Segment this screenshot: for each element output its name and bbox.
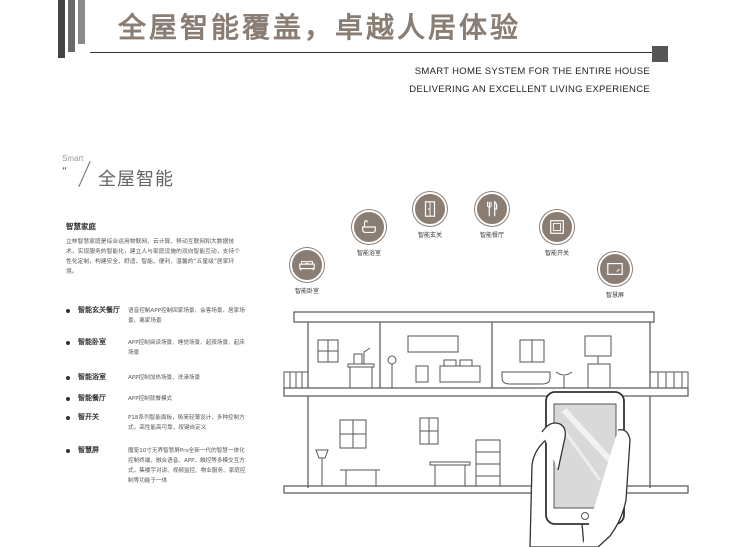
door-icon [413, 192, 447, 226]
icon-screen: 智慧屏 [598, 252, 632, 299]
icon-label: 智能餐厅 [479, 232, 504, 239]
hand-phone-icon [529, 391, 631, 547]
subtitle-line-2: DELIVERING AN EXCELLENT LIVING EXPERIENC… [409, 84, 650, 95]
icon-dining: 智能餐厅 [475, 192, 509, 239]
feature-desc: APP控制就餐模式 [128, 396, 173, 402]
feature-name: 智能卧室 [78, 338, 106, 346]
bullet-dot [66, 449, 70, 453]
bullet-dot [66, 341, 70, 345]
feature-name: 智能玄关餐厅 [78, 306, 120, 314]
intro-heading: 智慧家庭 [66, 222, 96, 231]
header-square-ornament [652, 46, 668, 62]
bathtub-icon [352, 210, 386, 244]
intro-text: 立林智慧家庭是综合运用物联网、云计算、移动互联网和大数据技术，实现服务的智能化，… [66, 239, 240, 275]
icon-label: 智能浴室 [356, 250, 381, 257]
bullet-dot [66, 397, 70, 401]
feature-desc: 魔笼10寸无界智慧屏Pro全新一代的智慧一体化控制终端，融合语音、APP、触控等… [128, 448, 246, 484]
icon-entrance: 智能玄关 [413, 192, 447, 239]
icon-bathroom: 智能浴室 [352, 210, 386, 257]
bullet-dot [66, 416, 70, 420]
subtitle-line-1: SMART HOME SYSTEM FOR THE ENTIRE HOUSE [414, 66, 650, 77]
feature-name: 智开关 [78, 413, 99, 421]
section-title: 全屋智能 [98, 169, 174, 190]
feature-name: 智能浴室 [78, 373, 106, 381]
bed-icon [290, 248, 324, 282]
icon-label: 智能卧室 [294, 288, 319, 295]
fork-knife-icon [475, 192, 509, 226]
icon-bedroom: 智能卧室 [290, 248, 324, 295]
screen-icon [598, 252, 632, 286]
feature-desc: P18系列智能面板，极简轻薄设计，多种控制方式，高性能高可靠，按键自定义 [128, 415, 245, 431]
section-tag: Smart [62, 154, 84, 163]
icon-switch: 智能开关 [540, 210, 574, 257]
quote-mark-icon: “ [62, 166, 68, 177]
logo-bars-icon [58, 0, 85, 58]
icon-label: 智能开关 [544, 250, 569, 257]
page-title: 全屋智能覆盖，卓越人居体验 [118, 11, 522, 44]
header-divider [90, 52, 655, 53]
icon-label: 智慧屏 [605, 292, 624, 299]
feature-name: 智能餐厅 [78, 394, 106, 402]
icon-label: 智能玄关 [417, 232, 442, 239]
switch-icon [540, 210, 574, 244]
house-illustration [283, 311, 689, 547]
feature-desc: APP控制加热场景、洗澡场景 [128, 375, 201, 381]
feature-desc: APP控制阅读场景、睡觉场景、起夜场景、起床场景 [128, 340, 245, 356]
feature-desc: 语音控制APP控制回家场景、会客场景、居家场景、离家场景 [128, 308, 245, 324]
bullet-dot [66, 376, 70, 380]
feature-name: 智慧屏 [78, 446, 99, 454]
section-slash [78, 161, 91, 187]
bullet-dot [66, 309, 70, 313]
